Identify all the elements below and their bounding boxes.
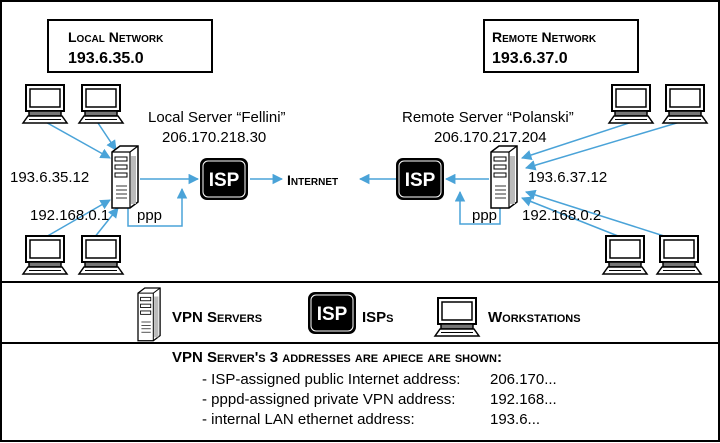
server-legend-icon — [137, 287, 161, 342]
local-server-public-ip: 206.170.218.30 — [162, 129, 266, 146]
remote-network-address: 193.6.37.0 — [492, 50, 568, 67]
remote-network-name: Remote Network — [492, 29, 597, 45]
workstation-icon — [22, 235, 68, 275]
note-row-value: 206.170... — [490, 371, 557, 388]
local-server-lan-ip: 193.6.35.12 — [10, 169, 89, 186]
legend-servers-label: VPN Servers — [172, 309, 262, 326]
legend-isp-badge-text: ISP — [317, 304, 348, 325]
legend-isps-label: ISPs — [362, 309, 394, 326]
note-row-value: 192.168... — [490, 391, 557, 408]
remote-server-icon — [490, 145, 518, 209]
legend: VPN Servers ISP ISPs Workstations — [137, 287, 581, 342]
connection-lines — [41, 119, 681, 239]
remote-ppp-label: ppp — [472, 207, 497, 224]
workstation-icon — [602, 235, 648, 275]
workstation-icon — [22, 84, 68, 124]
note-row-label: - pppd-assigned private VPN address: — [202, 391, 455, 408]
workstation-legend-icon — [434, 297, 480, 337]
workstation-icon — [78, 84, 124, 124]
note-row-label: - internal LAN ethernet address: — [202, 411, 415, 428]
remote-network-box — [483, 19, 639, 73]
remote-server-vpn-ip: 192.168.0.2 — [522, 207, 601, 224]
local-isp-label: ISP — [209, 170, 240, 191]
workstation-icon — [662, 84, 708, 124]
note-row-value: 193.6... — [490, 411, 540, 428]
local-server-vpn-ip: 192.168.0.1 — [30, 207, 109, 224]
local-network-name: Local Network — [68, 29, 164, 45]
local-network-box — [47, 19, 213, 73]
local-server-caption: Local Server “Fellini” — [148, 109, 286, 126]
local-network-address: 193.6.35.0 — [68, 50, 144, 67]
workstation-icon — [78, 235, 124, 275]
remote-isp-badge: ISP — [395, 157, 445, 201]
remote-isp-label: ISP — [405, 170, 436, 191]
note-row-label: - ISP-assigned public Internet address: — [202, 371, 460, 388]
internet-label: Internet — [287, 172, 338, 188]
notes-heading: VPN Server's 3 addresses are apiece are … — [172, 349, 502, 366]
remote-server-public-ip: 206.170.217.204 — [434, 129, 547, 146]
local-ppp-label: ppp — [137, 207, 162, 224]
remote-server-caption: Remote Server “Polanski” — [402, 109, 574, 126]
workstation-icon — [608, 84, 654, 124]
workstation-icon — [656, 235, 702, 275]
remote-server-lan-ip: 193.6.37.12 — [528, 169, 607, 186]
local-isp-badge: ISP — [199, 157, 249, 201]
legend-workstations-label: Workstations — [488, 309, 581, 326]
local-server-icon — [111, 145, 139, 209]
